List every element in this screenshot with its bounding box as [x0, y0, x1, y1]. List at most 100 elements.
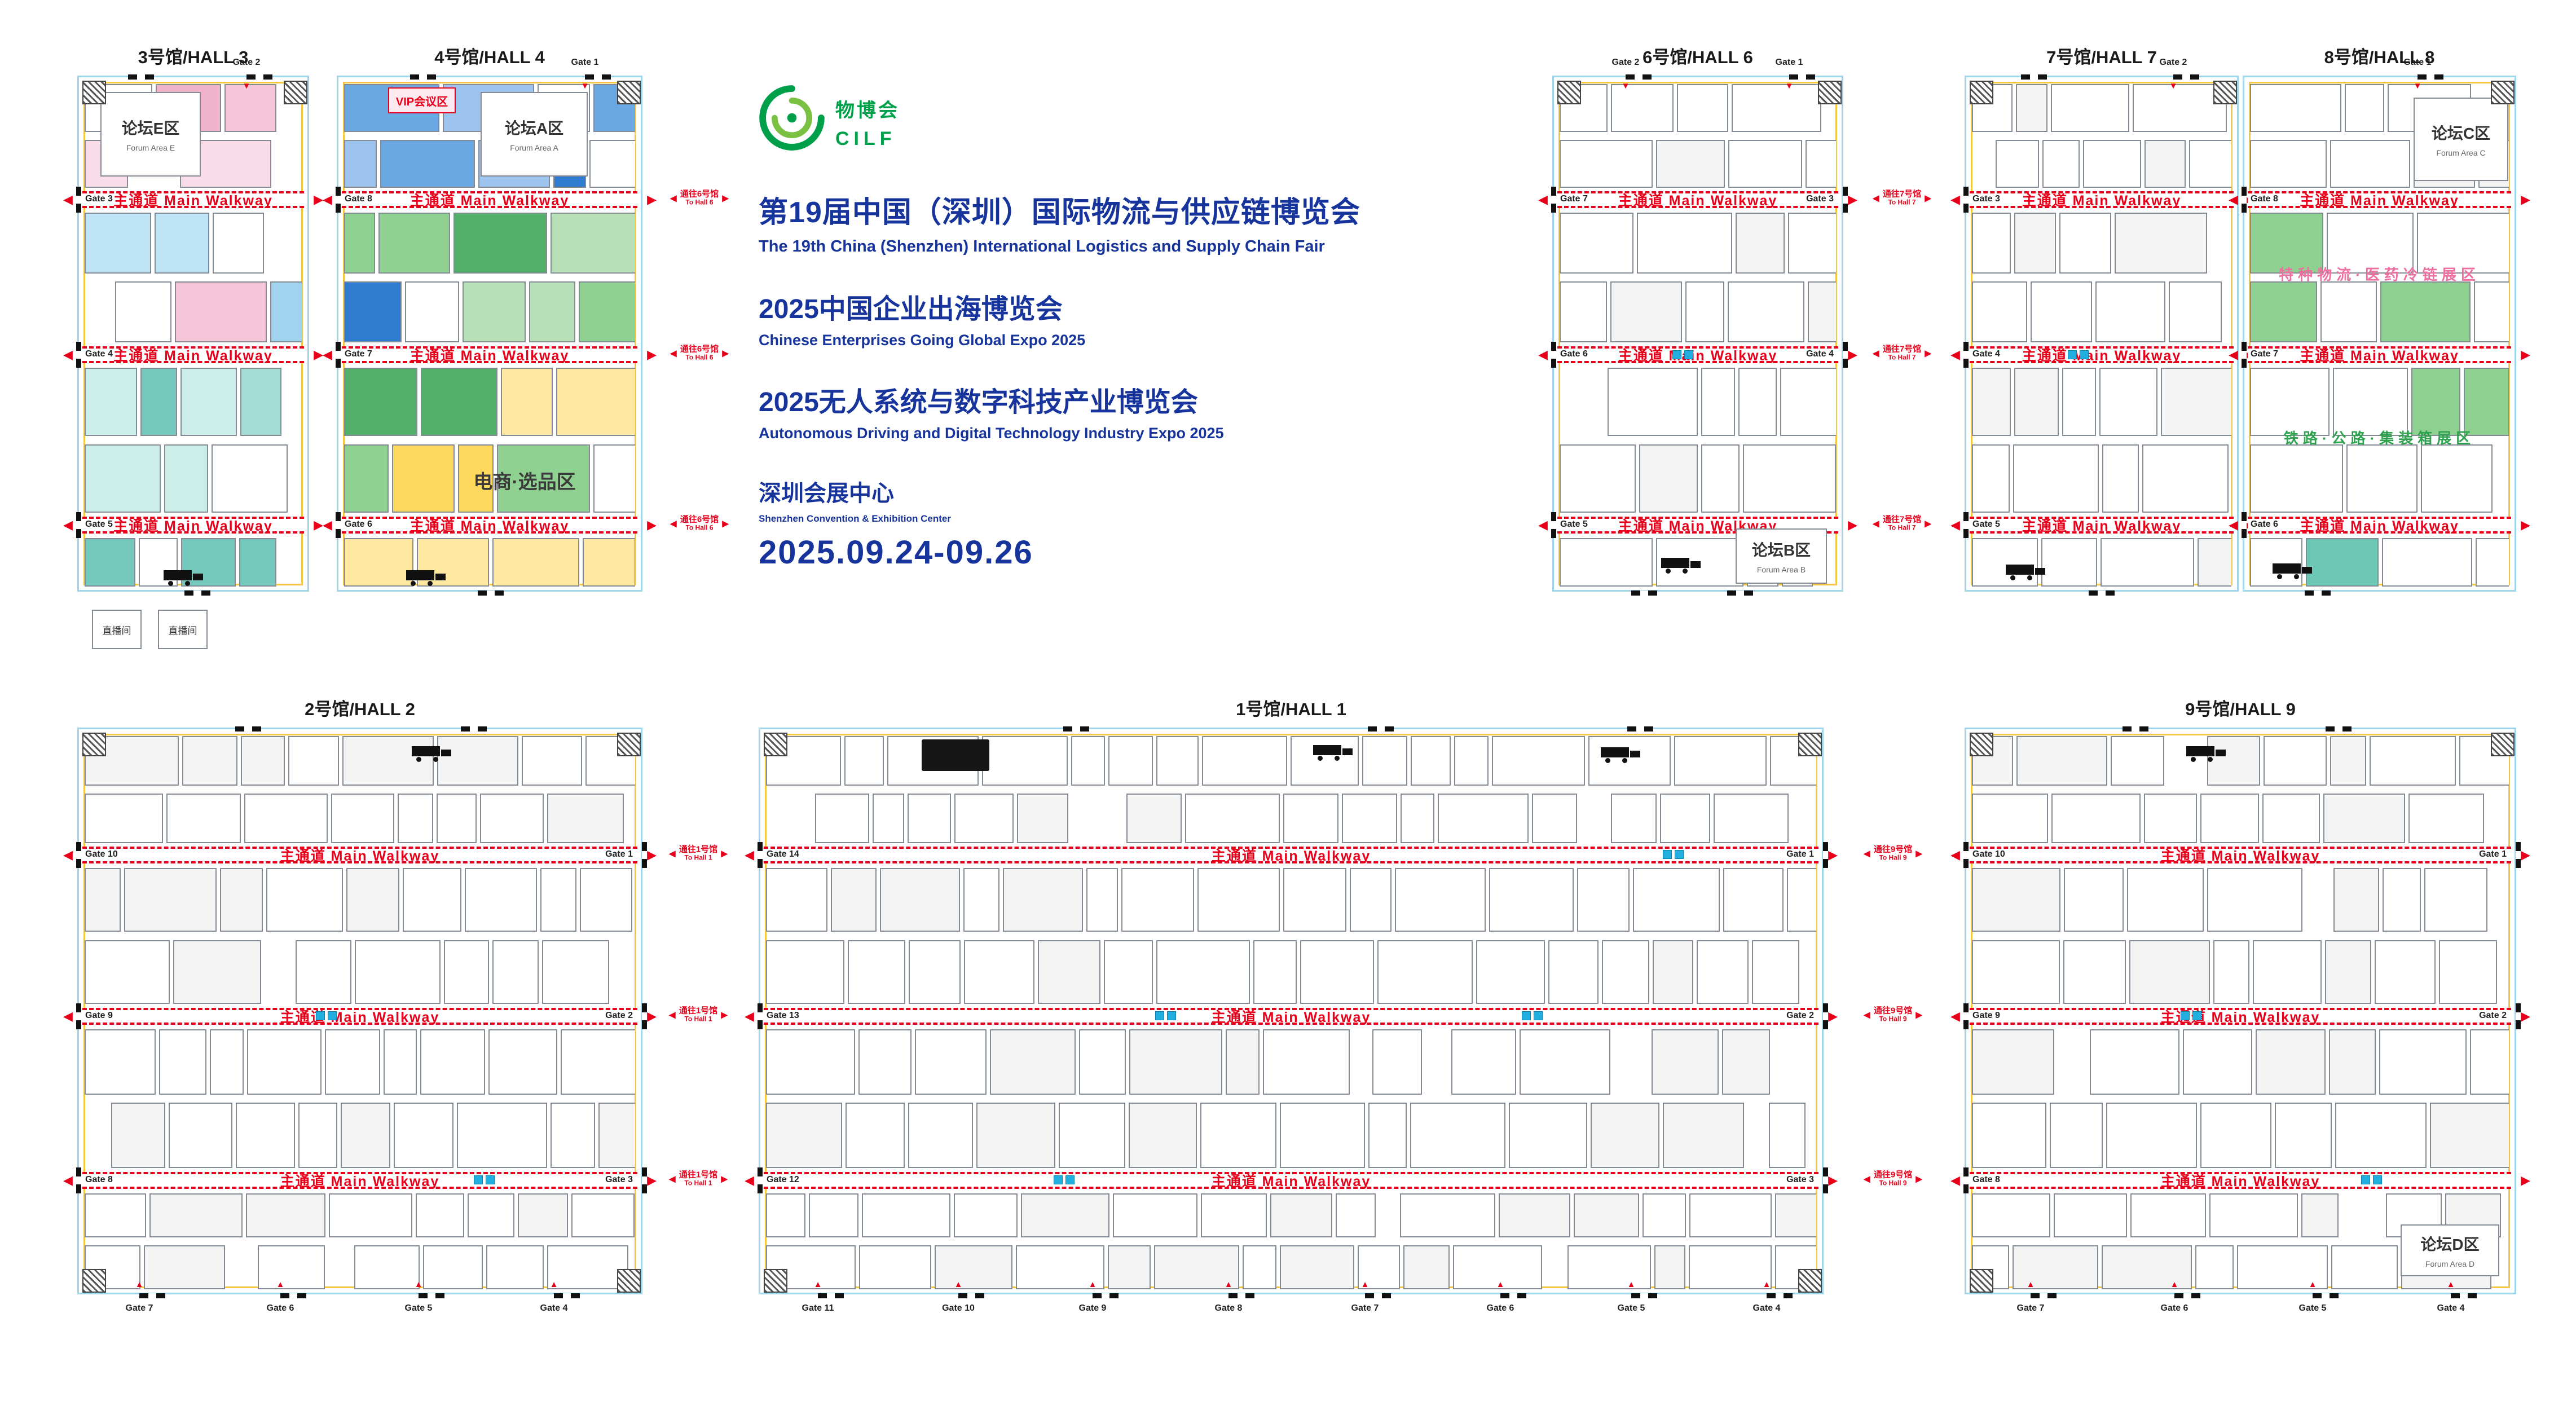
booth [2345, 84, 2384, 132]
booth [2095, 281, 2165, 342]
booth-row [766, 1245, 1816, 1289]
booth [1358, 1245, 1400, 1289]
arrow-right-icon: ▶ [1925, 348, 1932, 358]
truck-body [1661, 558, 1689, 568]
booth [2370, 736, 2456, 786]
booth [579, 281, 635, 342]
booth-row [344, 213, 635, 274]
booth [1202, 736, 1287, 786]
door-icon [336, 187, 341, 213]
walkway-arrow-right-icon: ▶ [2521, 518, 2530, 532]
booth [551, 213, 635, 274]
booth-row [1972, 940, 2509, 1004]
booth [815, 794, 869, 843]
booth [1532, 794, 1577, 843]
booth [1806, 140, 1836, 188]
booth-row [85, 1103, 635, 1168]
walkway-arrow-right-icon: ▶ [1848, 518, 1857, 532]
walkway-arrow-left-icon: ◀ [63, 347, 73, 362]
walkway-label: 主通道 Main Walkway [2160, 848, 2320, 864]
gate-label: Gate 9 [85, 1011, 113, 1020]
ecommerce-zone-label: 电商·选品区 [473, 471, 576, 493]
booth [2099, 368, 2157, 436]
booth [1548, 940, 1599, 1004]
gate-label: Gate 1 [571, 58, 599, 67]
stairs-icon [284, 81, 307, 104]
booth [1453, 1245, 1542, 1289]
booth-row [766, 1193, 1816, 1237]
arrow-right-icon: ▶ [1925, 193, 1932, 203]
booth [1591, 1103, 1659, 1168]
entry-arrow-icon: ▲ [954, 1280, 963, 1289]
gate-label: Gate 1 [1786, 849, 1814, 859]
booth [1200, 1103, 1276, 1168]
door-icon [2451, 1293, 2477, 1298]
booth-strip [344, 368, 635, 513]
door-icon [1627, 726, 1653, 731]
booth [85, 213, 151, 274]
booth [1108, 1245, 1151, 1289]
booth [1156, 736, 1199, 786]
booth-row [85, 213, 302, 274]
main-walkway: ◀主通道 Main Walkway▶ [323, 191, 657, 209]
booth [1560, 444, 1636, 513]
booth [1808, 281, 1836, 342]
booth-row [85, 368, 302, 436]
booth [1996, 140, 2039, 188]
gate-label: Gate 2 [1786, 1011, 1814, 1020]
hall-title-1: 1号馆/HALL 1 [1236, 699, 1346, 719]
booth [561, 1029, 635, 1095]
booth [1400, 1193, 1495, 1237]
booth [1660, 794, 1710, 843]
info-desk-markers [474, 1175, 495, 1184]
booth [2209, 1193, 2298, 1237]
stairs-icon [1557, 81, 1581, 104]
booth [1728, 140, 1802, 188]
booth [1574, 1193, 1639, 1237]
connector-label-cn: 通往1号馆 [679, 1006, 718, 1016]
booth [2470, 1029, 2509, 1095]
booth [2250, 84, 2341, 132]
booth [2327, 213, 2414, 274]
booth [1567, 1245, 1651, 1289]
booth [1972, 794, 2048, 843]
booth [1454, 736, 1489, 786]
booth [1129, 1103, 1197, 1168]
booth [2430, 1103, 2509, 1168]
booth [593, 444, 635, 513]
connector-label-cn: 通往9号馆 [1873, 1170, 1913, 1180]
info-desk-square [1522, 1011, 1531, 1020]
booth [437, 736, 518, 786]
event-title-cn: 第19届中国（深圳）国际物流与供应链博览会 [759, 196, 1360, 229]
booth [1972, 940, 2060, 1004]
booth [1270, 1193, 1332, 1237]
connector-label-en: To Hall 9 [1879, 1015, 1907, 1023]
booth [468, 1193, 514, 1237]
walkway-arrow-left-icon: ◀ [745, 1009, 754, 1023]
gate-label: Gate 2 [2479, 1011, 2507, 1020]
booth [394, 1103, 453, 1168]
aisle-gap [228, 1245, 254, 1289]
hall-8: ◀主通道 Main Walkway▶◀主通道 Main Walkway▶◀主通道… [2229, 58, 2530, 596]
main-walkway: ◀主通道 Main Walkway▶ [1950, 1008, 2530, 1025]
booth [1588, 736, 1671, 786]
booth [1362, 736, 1407, 786]
arrow-right-icon: ▶ [1916, 848, 1923, 858]
booth-row [344, 368, 635, 436]
booth-strip [344, 538, 635, 587]
connector-label-cn: 通往6号馆 [680, 189, 719, 199]
info-desk-square [1663, 850, 1672, 859]
door-icon [76, 187, 81, 213]
booth [501, 368, 553, 436]
stairs-icon [617, 81, 641, 104]
booth [1197, 868, 1280, 932]
booth [2250, 213, 2323, 274]
live-room-box: 直播间 [92, 610, 142, 649]
booth [1663, 1103, 1744, 1168]
entry-arrow-icon: ▲ [1496, 1280, 1505, 1289]
hall-title-6: 6号馆/HALL 6 [1643, 47, 1753, 67]
gate-label: Gate 3 [85, 194, 113, 204]
booth [1104, 940, 1153, 1004]
